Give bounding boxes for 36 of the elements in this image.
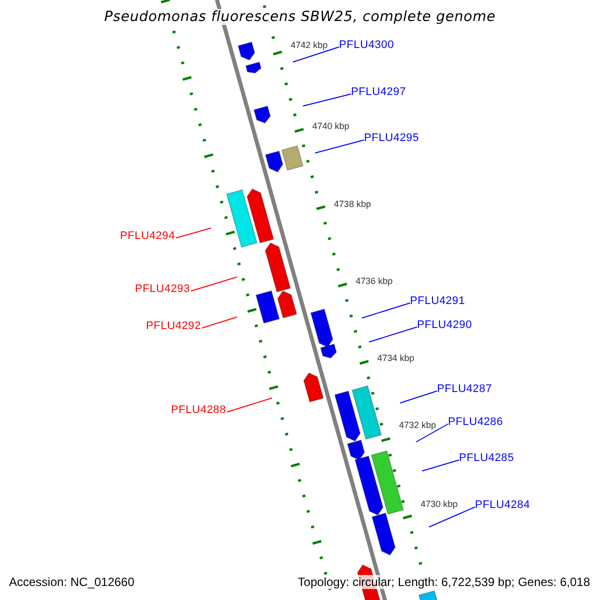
leader-line xyxy=(368,326,418,342)
leader-line xyxy=(292,46,340,62)
leader-line xyxy=(428,506,476,528)
leader-line xyxy=(302,94,352,106)
gene-label: PFLU4297 xyxy=(351,86,406,98)
gene-label: PFLU4285 xyxy=(459,452,514,464)
leader-line xyxy=(202,316,238,328)
leader-line xyxy=(314,140,364,154)
leader-line xyxy=(362,302,410,318)
gene-label: PFLU4295 xyxy=(364,132,419,144)
scale-label: 4730 kbp xyxy=(420,498,458,509)
leader-line xyxy=(226,398,272,412)
scale-label: 4736 kbp xyxy=(356,276,393,286)
leader-line xyxy=(422,460,460,472)
leader-line xyxy=(190,276,238,292)
gene-label: PFLU4284 xyxy=(475,499,530,511)
gene-label: PFLU4286 xyxy=(448,416,503,428)
gene-label: PFLU4290 xyxy=(417,319,472,331)
gene-label: PFLU4294 xyxy=(120,230,175,242)
gene-label: PFLU4292 xyxy=(146,320,201,332)
scale-label: 4734 kbp xyxy=(377,353,414,364)
info-text: Topology: circular; Length: 6,722,539 bp; Genes: 6,018 xyxy=(298,575,590,589)
scale-label: 4732 kbp xyxy=(398,420,436,430)
leader-line xyxy=(400,390,438,404)
scale-label: 4738 kbp xyxy=(334,198,371,209)
gene-label: PFLU4300 xyxy=(339,39,394,51)
gene-label: PFLU4288 xyxy=(171,404,226,416)
info-text: Accession: NC_012660 xyxy=(9,575,134,589)
gene-label: PFLU4293 xyxy=(135,283,190,295)
title: Pseudomonas fluorescens SBW25, complete genome xyxy=(104,9,496,25)
gene-label: PFLU4287 xyxy=(437,383,492,395)
leader-line xyxy=(416,424,448,442)
scale-label: 4740 kbp xyxy=(312,121,350,132)
scale-label: 4742 kbp xyxy=(290,40,328,50)
gene-label: PFLU4291 xyxy=(410,295,465,307)
leader-line xyxy=(176,228,212,238)
